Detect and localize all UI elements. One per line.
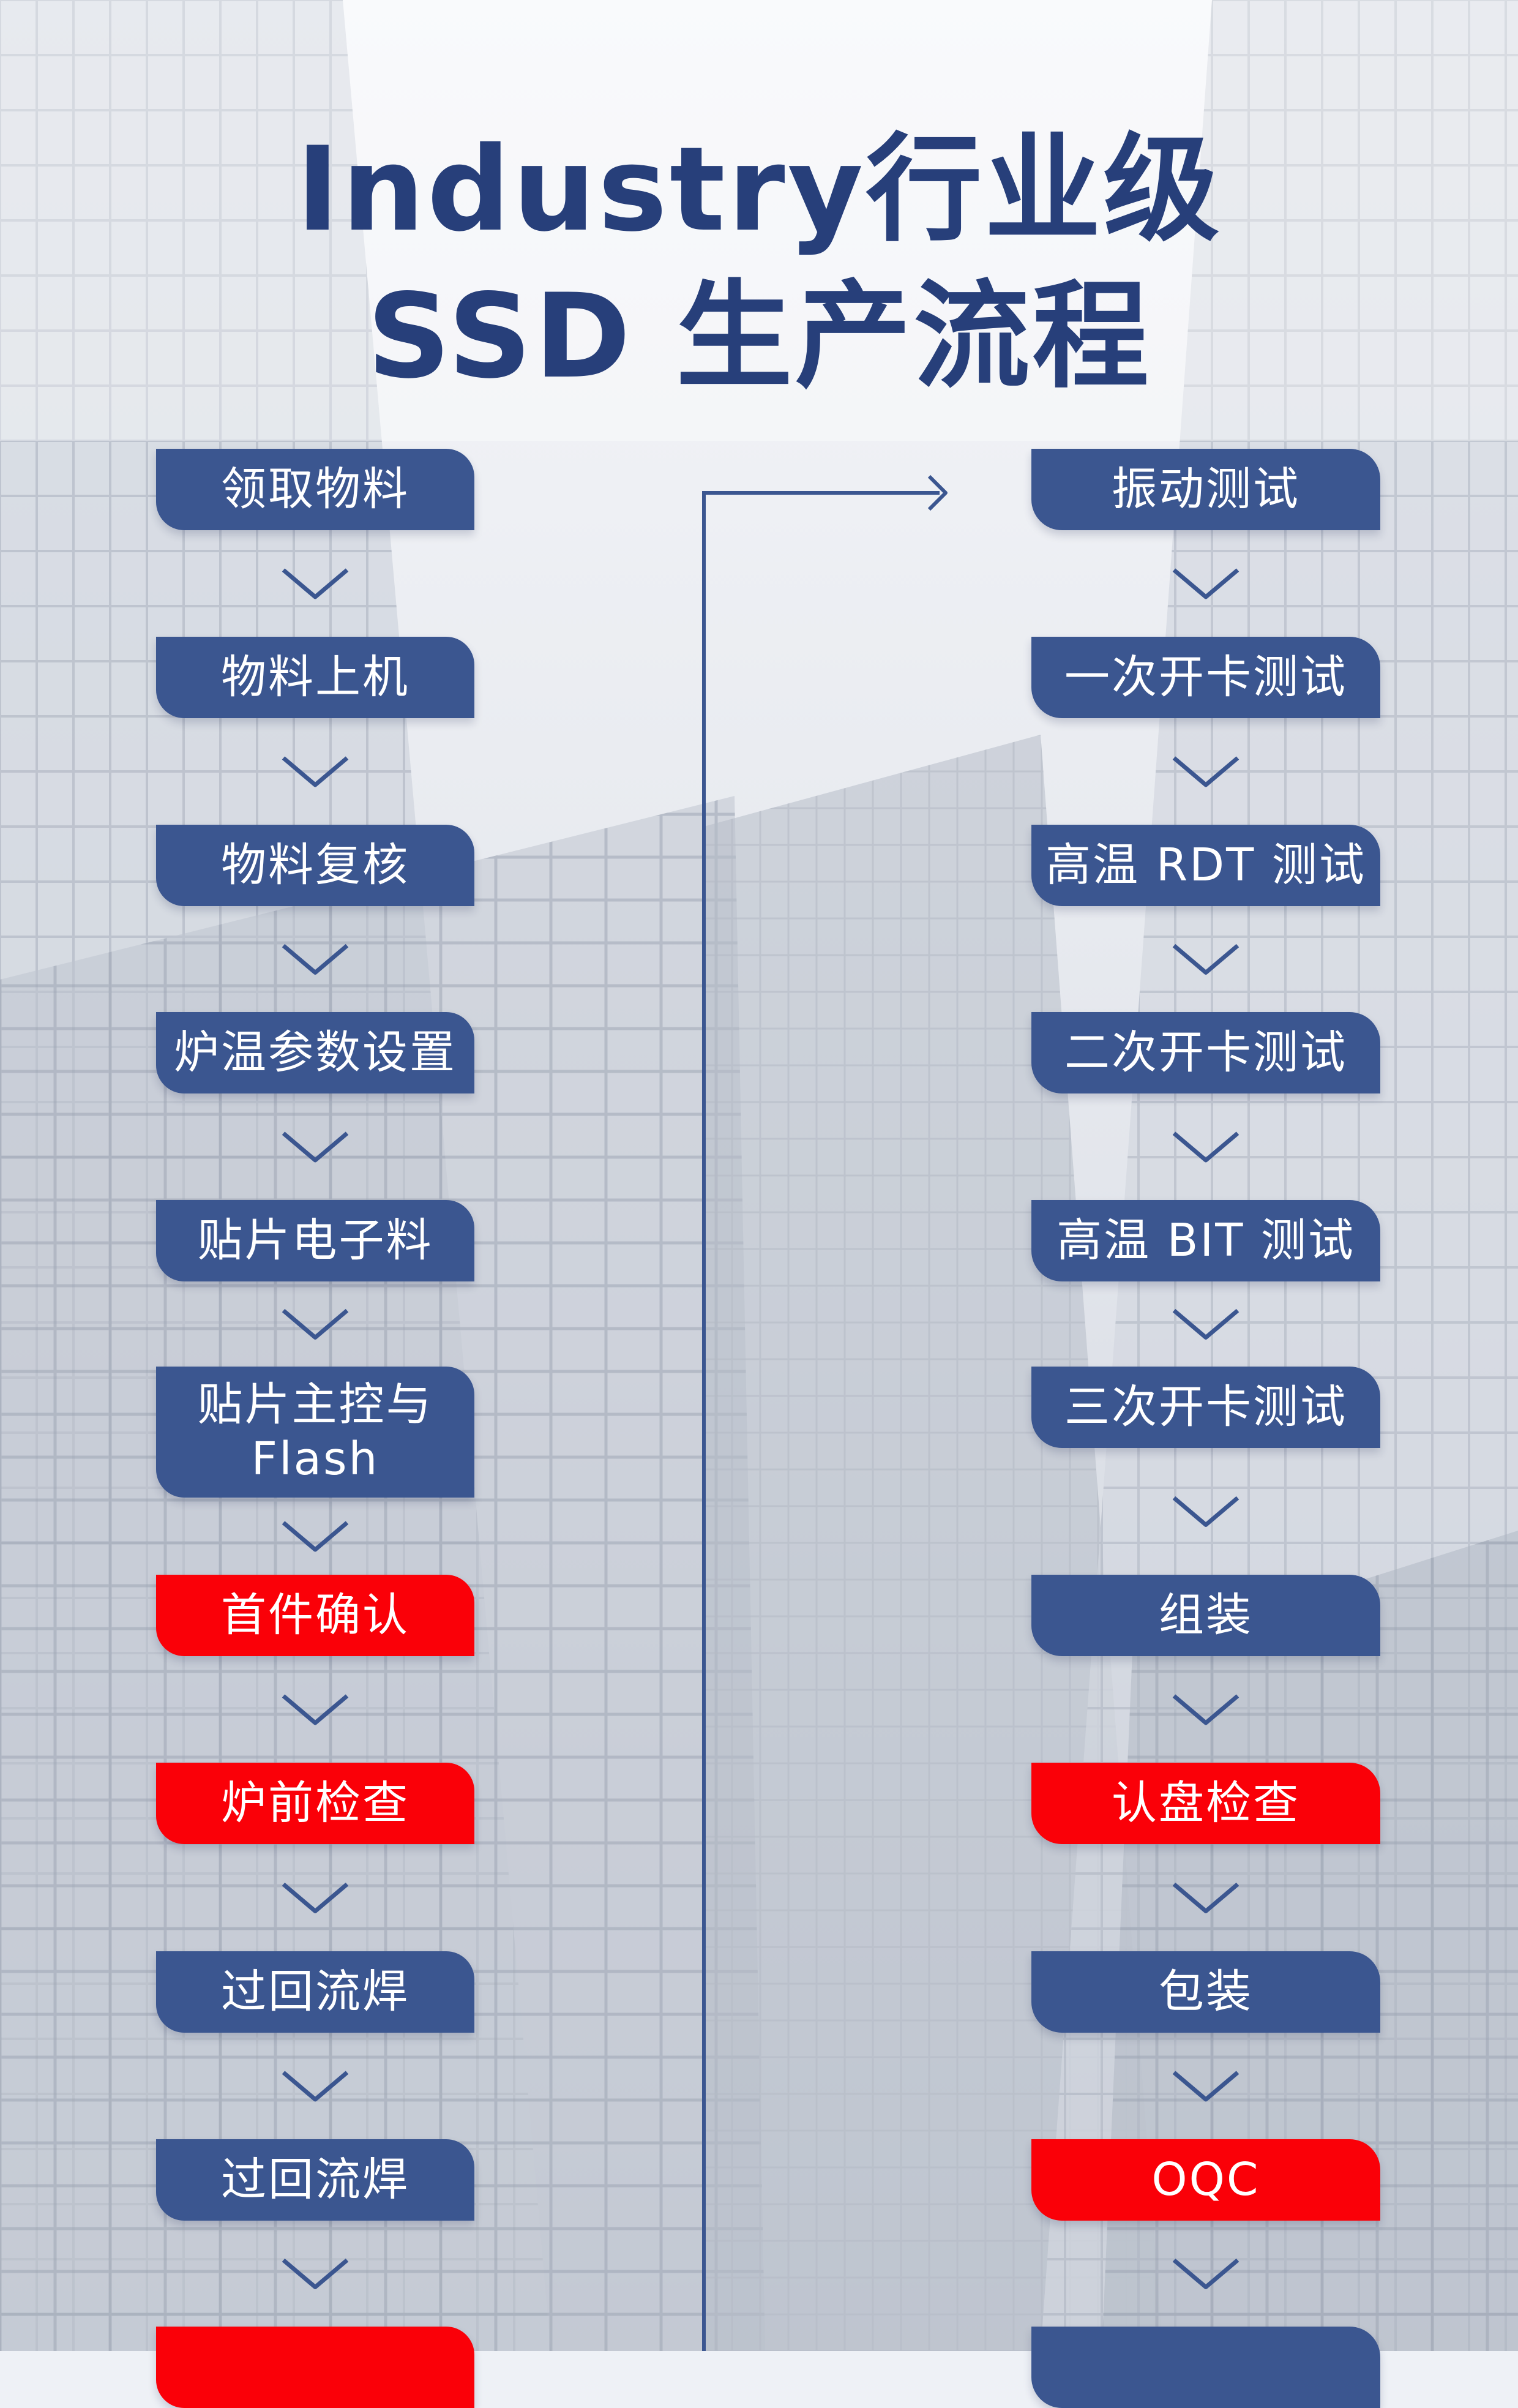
right-step-2: 一次开卡测试: [1031, 637, 1380, 718]
right-step-11: [1031, 2327, 1380, 2408]
left-step-7: 首件确认: [156, 1575, 474, 1656]
right-step-label: 高温 BIT 测试: [1056, 1214, 1355, 1267]
right-step-6: 三次开卡测试: [1031, 1367, 1380, 1448]
right-step-label: 认盘检查: [1112, 1777, 1300, 1830]
right-step-10: OQC: [1031, 2139, 1380, 2221]
left-step-9: 过回流焊: [156, 1951, 474, 2033]
left-step-label: 贴片电子料: [197, 1214, 433, 1267]
left-step-1: 领取物料: [156, 449, 474, 530]
right-step-label: 二次开卡测试: [1064, 1026, 1347, 1079]
left-step-10: 过回流焊: [156, 2139, 474, 2221]
page-title-line1: Industry行业级: [296, 122, 1222, 257]
right-step-label: 包装: [1159, 1965, 1253, 2019]
right-step-label: 组装: [1159, 1589, 1253, 1642]
left-step-11: [156, 2327, 474, 2408]
left-step-label: 领取物料: [221, 463, 409, 516]
right-step-7: 组装: [1031, 1575, 1380, 1656]
right-step-1: 振动测试: [1031, 449, 1380, 530]
right-step-3: 高温 RDT 测试: [1031, 825, 1380, 906]
left-step-label: 物料复核: [221, 839, 409, 892]
right-step-4: 二次开卡测试: [1031, 1012, 1380, 1093]
right-step-label: 振动测试: [1112, 463, 1300, 516]
left-step-4: 炉温参数设置: [156, 1012, 474, 1093]
left-step-6: 贴片主控与 Flash: [156, 1367, 474, 1498]
left-step-label: 物料上机: [221, 651, 409, 704]
left-step-3: 物料复核: [156, 825, 474, 906]
left-step-2: 物料上机: [156, 637, 474, 718]
left-step-label: 炉温参数设置: [174, 1026, 457, 1079]
right-step-label: OQC: [1151, 2153, 1260, 2207]
right-step-label: 三次开卡测试: [1064, 1381, 1347, 1434]
left-step-label: 过回流焊: [221, 2153, 409, 2207]
left-step-label: 炉前检查: [221, 1777, 409, 1830]
right-step-label: 高温 RDT 测试: [1045, 839, 1366, 892]
left-step-8: 炉前检查: [156, 1763, 474, 1844]
left-step-label: 贴片主控与 Flash: [197, 1378, 433, 1485]
page-title-line2: SSD 生产流程: [367, 269, 1151, 404]
left-step-label: 首件确认: [221, 1589, 409, 1642]
left-step-5: 贴片电子料: [156, 1200, 474, 1281]
left-step-label: 过回流焊: [221, 1965, 409, 2019]
right-step-5: 高温 BIT 测试: [1031, 1200, 1380, 1281]
right-step-label: 一次开卡测试: [1064, 651, 1347, 704]
right-step-8: 认盘检查: [1031, 1763, 1380, 1844]
right-step-9: 包装: [1031, 1951, 1380, 2033]
